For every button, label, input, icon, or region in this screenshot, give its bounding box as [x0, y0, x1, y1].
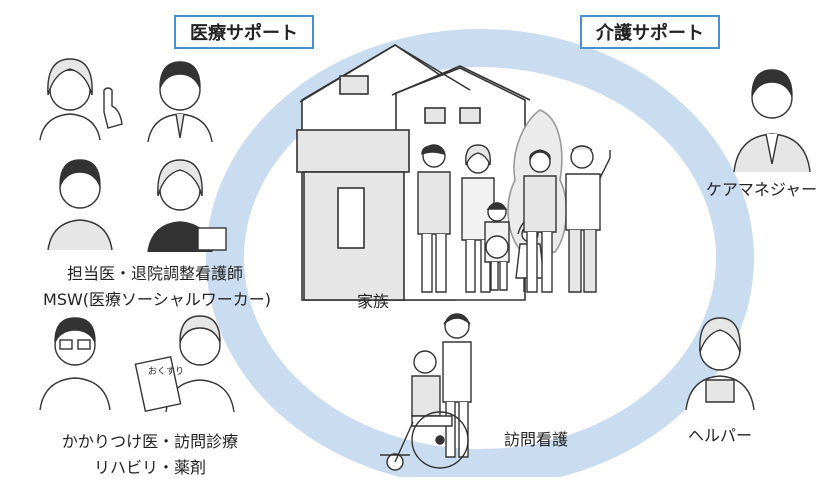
medicine-bag-label: おくすり [147, 367, 184, 377]
helper-illustration [685, 317, 755, 411]
hospital-staff-label-line1: 担当医・退院調整看護師 [66, 264, 243, 283]
care-manager-illustration [733, 69, 811, 173]
care-manager-label: ケアマネジャー [705, 180, 818, 199]
visiting-nurse-illustration [380, 313, 472, 471]
hospital-staff-label-line2: MSW(医療ソーシャルワーカー) [43, 290, 271, 309]
medical-support-header: 医療サポート [174, 15, 314, 49]
visiting-nurse-label: 訪問看護 [503, 430, 568, 449]
hospital-staff-illustration [39, 58, 235, 413]
care-support-header: 介護サポート [580, 15, 720, 49]
family-illustration [417, 144, 611, 293]
helper-label: ヘルパー [687, 426, 752, 445]
home-care-label-line2: リハビリ・薬剤 [93, 458, 206, 477]
support-ring [206, 29, 754, 477]
family-label: 家族 [356, 292, 389, 311]
home-care-label-line1: かかりつけ医・訪問診療 [61, 432, 239, 451]
